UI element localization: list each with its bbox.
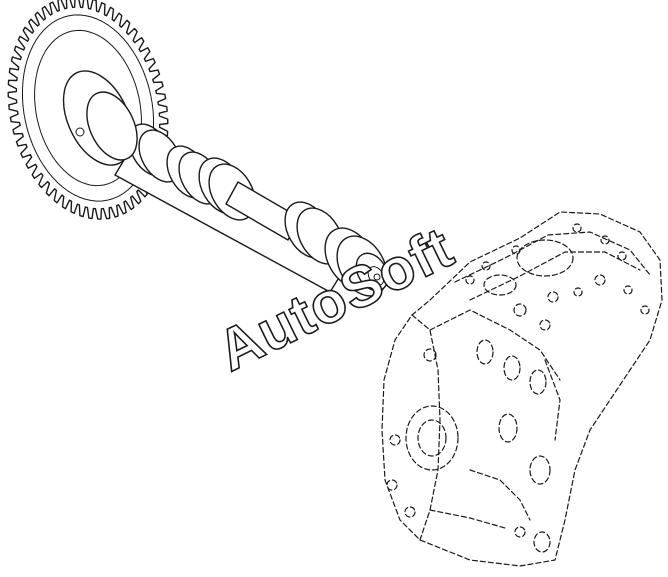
engine-block-outline — [381, 211, 663, 567]
rear-nut — [324, 227, 389, 297]
camshaft — [62, 70, 389, 297]
gear-hub — [62, 70, 138, 166]
